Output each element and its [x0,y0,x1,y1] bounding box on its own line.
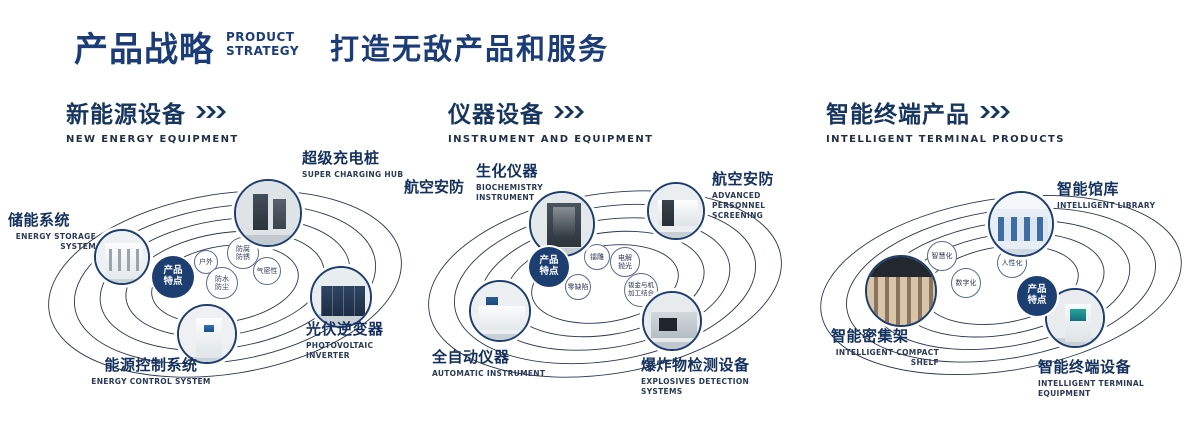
intelligent-compact-shelf-label: 智能密集架 INTELLIGENT COMPACT SHELF [831,327,939,367]
section-subtitle-new-energy: NEW ENERGY EQUIPMENT [66,134,239,145]
super-charging-hub-node [234,179,302,247]
page-title-en-line2: STRATEGY [226,43,300,58]
energy-storage-image [96,231,148,283]
triple-arrow-icon [196,106,226,118]
intelligent-compact-shelf-image [867,257,935,325]
energy-storage-label: 储能系统 ENERGY STORAGE SYSTEM [8,211,96,251]
section-header-instrument: 仪器设备 INSTRUMENT AND EQUIPMENT [448,95,653,145]
photovoltaic-inverter-image [312,268,370,326]
intelligent-library-label: 智能馆库 INTELLIGENT LIBRARY [1057,180,1156,210]
biochemistry-instrument-label: 生化仪器 BIOCHEMISTRY INSTRUMENT [476,162,543,202]
feature-bubble: 户外 [194,250,218,274]
section-header-terminal: 智能终端产品 INTELLIGENT TERMINAL PRODUCTS [826,95,1065,145]
feature-bubble: 数字化 [951,268,981,298]
energy-control-node [177,304,237,364]
feature-bubble: 防水防尘 [206,267,238,299]
section-subtitle-instrument: INSTRUMENT AND EQUIPMENT [448,134,654,145]
photovoltaic-inverter-node [310,266,372,328]
automatic-instrument-image [471,282,529,340]
feature-bubble: 气密性 [253,257,281,285]
product-features-badge: 产品特点 [1017,276,1057,316]
explosives-detection-image [644,293,700,349]
aviation-security-label-left: 航空安防 [404,178,465,196]
automatic-instrument-label: 全自动仪器 AUTOMATIC INSTRUMENT [432,348,546,378]
biochemistry-instrument-image [531,193,593,255]
product-features-badge: 产品特点 [529,247,569,287]
page-title-en-line1: PRODUCT [226,30,295,44]
intelligent-library-image [990,193,1052,255]
automatic-instrument-node [469,280,531,342]
energy-control-image [179,306,235,362]
page-slogan: 打造无敌产品和服务 [330,32,610,66]
section-title-instrument: 仪器设备 [448,102,544,128]
page-title-en: PRODUCT STRATEGY [226,30,300,59]
feature-bubble: 电解抛光 [610,247,640,277]
biochemistry-instrument-node [529,191,595,257]
intelligent-terminal-label: 智能终端设备 INTELLIGENT TERMINAL EQUIPMENT [1038,358,1145,398]
feature-bubble: 零缺陷 [565,274,591,300]
section-title-new-energy: 新能源设备 [66,102,186,128]
section-subtitle-terminal: INTELLIGENT TERMINAL PRODUCTS [826,134,1065,145]
section-title-terminal: 智能终端产品 [826,102,970,128]
energy-storage-node [94,229,150,285]
explosives-detection-node [642,291,702,351]
intelligent-library-node [988,191,1054,257]
triple-arrow-icon [980,106,1010,118]
feature-bubble: 智慧化 [927,241,957,271]
personnel-screening-image [649,184,703,238]
page-title: 产品战略 [74,30,214,70]
photovoltaic-inverter-label: 光伏逆变器 PHOTOVOLTAIC INVERTER [306,320,384,360]
explosives-detection-label: 爆炸物检测设备 EXPLOSIVES DETECTION SYSTEMS [641,356,750,396]
super-charging-hub-image [236,181,300,245]
personnel-screening-node [647,182,705,240]
triple-arrow-icon [554,106,584,118]
intelligent-compact-shelf-node [865,255,937,327]
energy-control-label: 能源控制系统 ENERGY CONTROL SYSTEM [91,356,211,386]
personnel-screening-label: 航空安防 ADVANCED PERSONNEL SCREENING [712,170,775,220]
section-header-new-energy: 新能源设备 NEW ENERGY EQUIPMENT [66,95,239,145]
super-charging-hub-label: 超级充电桩 SUPER CHARGING HUB [302,149,404,179]
feature-bubble: 镭雕 [584,244,610,270]
product-features-badge: 产品特点 [152,256,194,298]
